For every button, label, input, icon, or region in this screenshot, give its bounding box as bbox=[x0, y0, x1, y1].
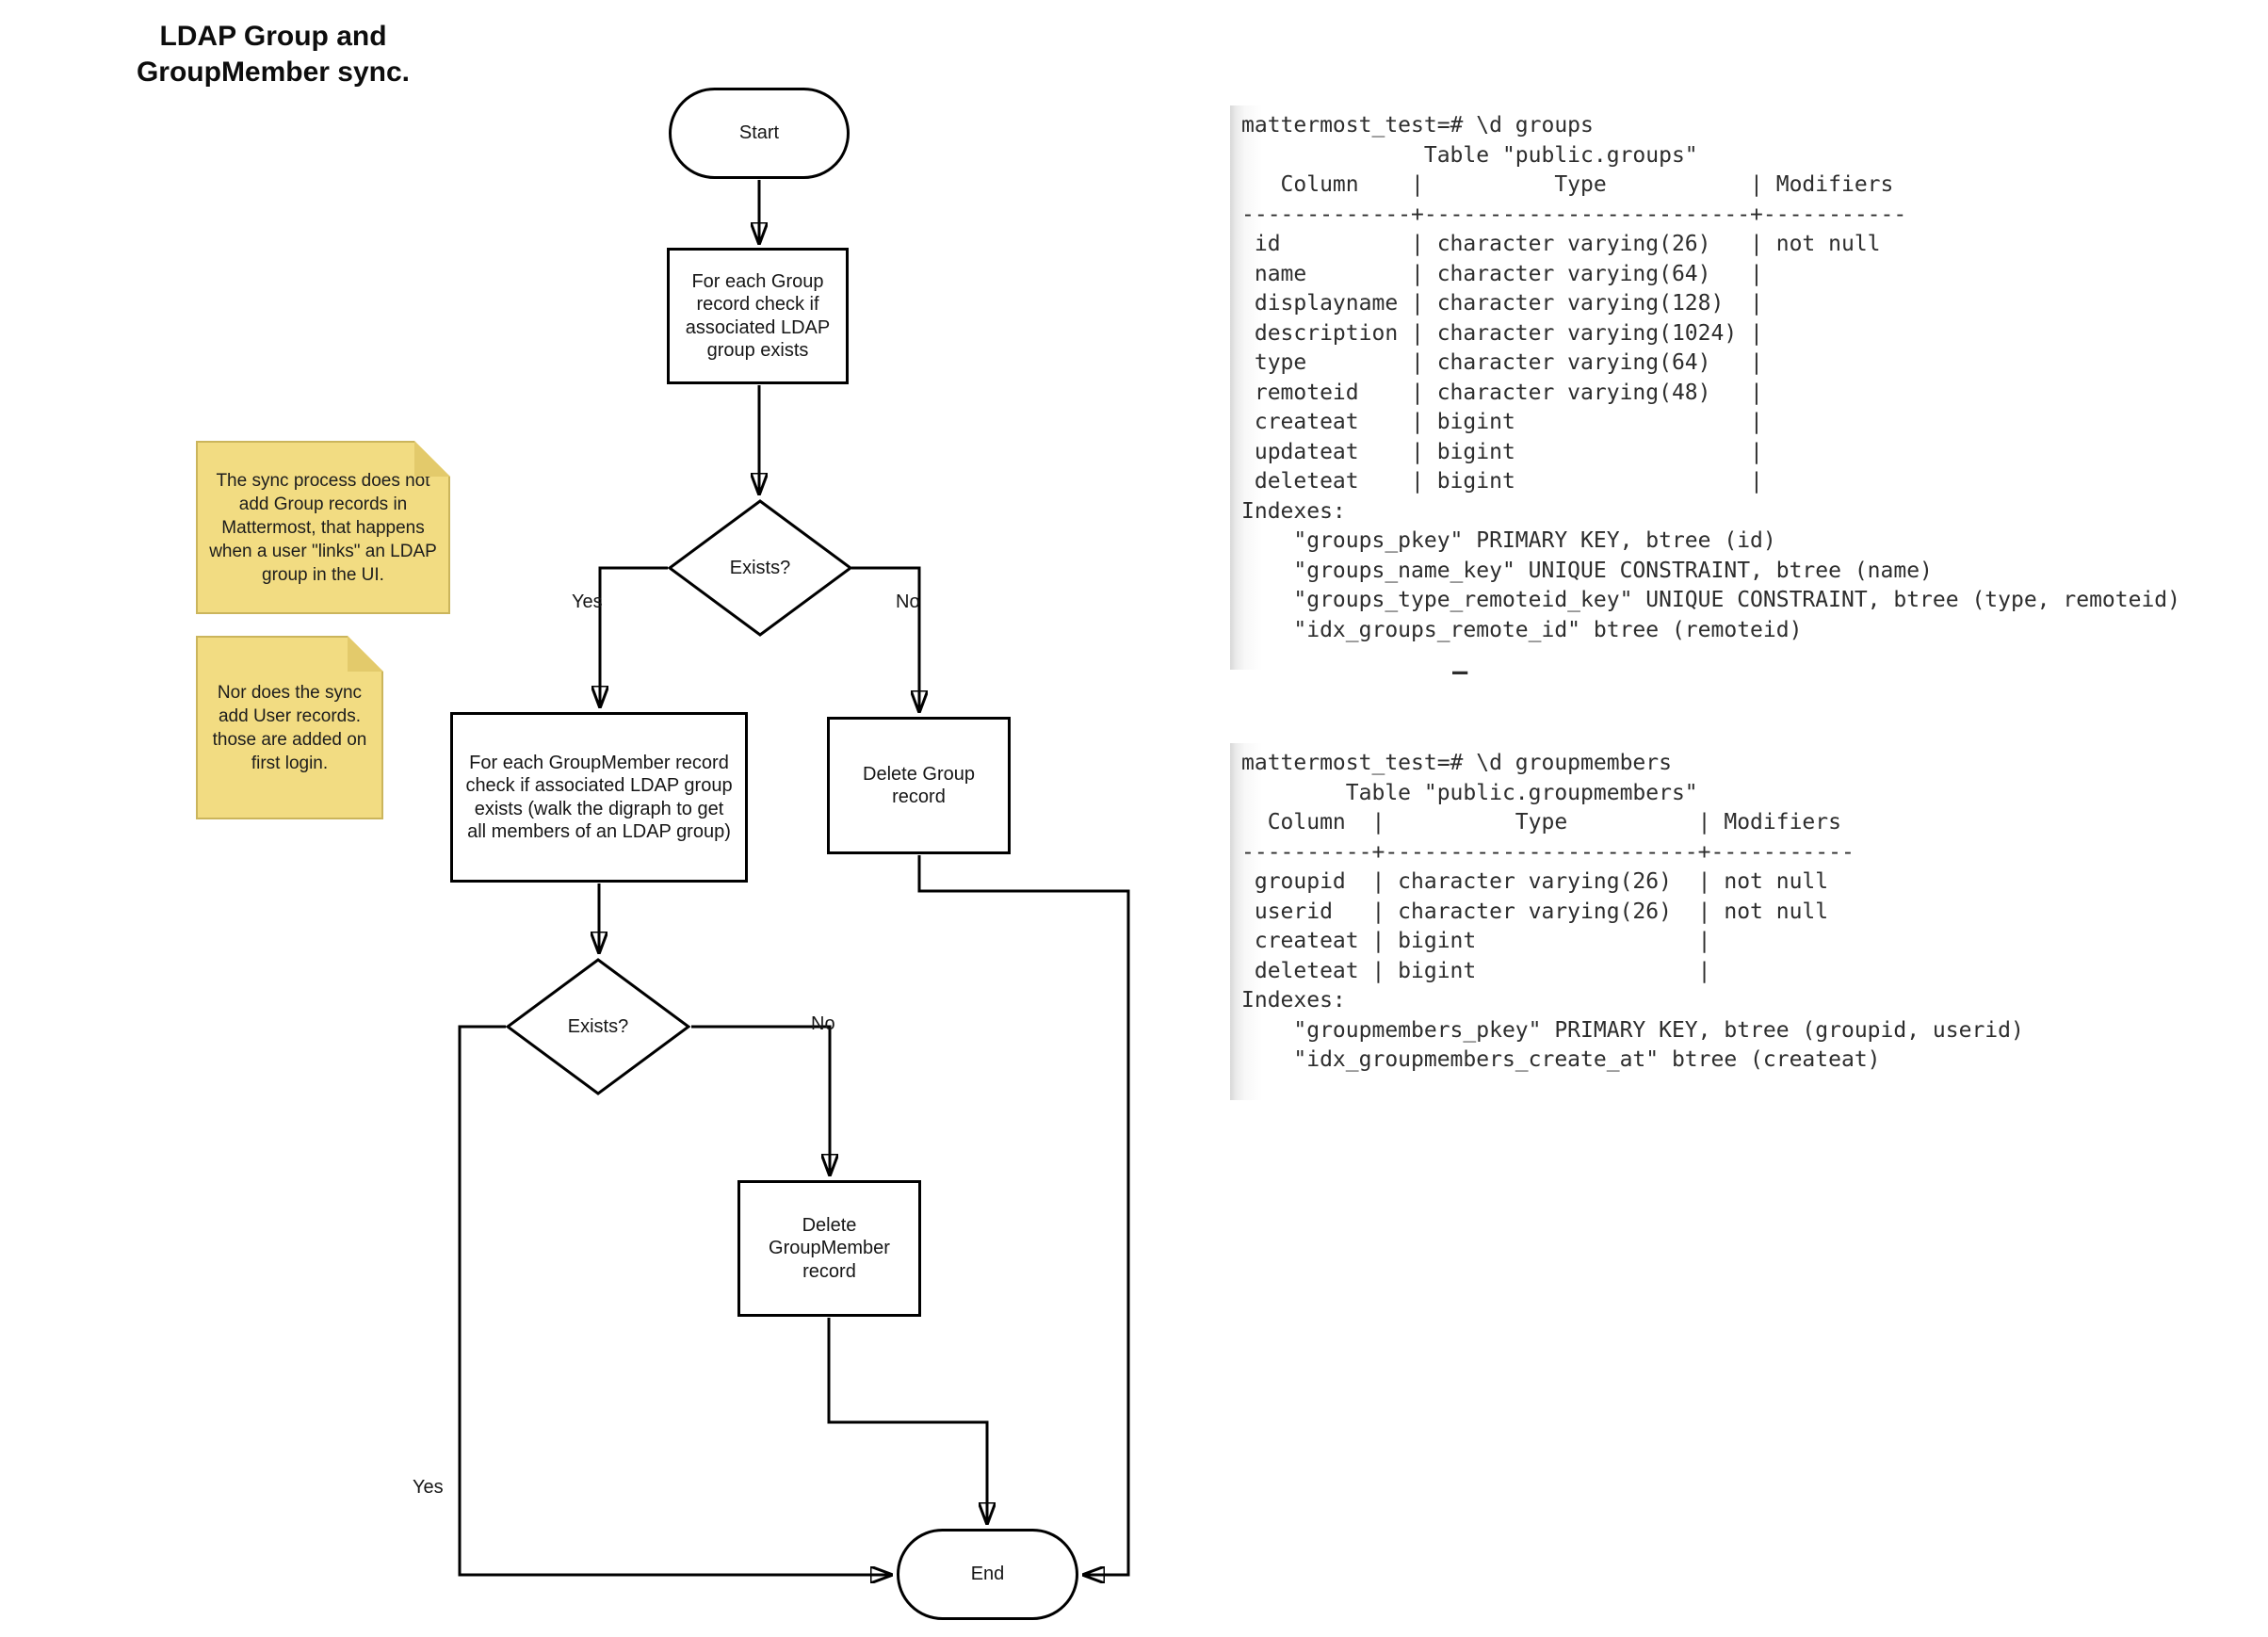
edge-delete-group-to-end bbox=[917, 855, 1130, 1575]
edge-label-exists-member-no: No bbox=[811, 1013, 835, 1034]
sticky-note-user-records: Nor does the sync add User records. thos… bbox=[196, 636, 383, 819]
node-start-label: Start bbox=[738, 122, 780, 144]
decision-diamond-shape bbox=[668, 499, 852, 637]
edge-exists-group-no bbox=[851, 566, 919, 711]
node-check-group: For each Group record check if associate… bbox=[667, 248, 849, 384]
terminal-cursor-dash: – bbox=[1452, 657, 1468, 687]
edge-exists-group-yes bbox=[600, 566, 668, 706]
edge-exists-member-yes bbox=[458, 1025, 891, 1575]
edge-label-exists-member-yes: Yes bbox=[413, 1477, 444, 1498]
node-delete-group-label: Delete Group record bbox=[863, 763, 975, 807]
sticky-note-group-records: The sync process does not add Group reco… bbox=[196, 441, 450, 614]
edge-delete-member-to-end bbox=[827, 1318, 987, 1523]
terminal-groups-table: mattermost_test=# \d groups Table "publi… bbox=[1230, 105, 2207, 670]
node-end: End bbox=[897, 1529, 1078, 1620]
node-delete-member-label: Delete GroupMember record bbox=[769, 1214, 890, 1282]
page-title-line2: GroupMember sync. bbox=[136, 57, 411, 88]
edge-label-exists-group-no: No bbox=[896, 592, 920, 612]
decision-diamond-shape bbox=[506, 958, 690, 1095]
node-exists-member: Exists? bbox=[506, 958, 690, 1095]
node-exists-group-label: Exists? bbox=[729, 557, 791, 578]
terminal-groupmembers-table: mattermost_test=# \d groupmembers Table … bbox=[1230, 743, 2050, 1100]
edge-exists-member-no bbox=[691, 1025, 830, 1175]
node-delete-member: Delete GroupMember record bbox=[737, 1180, 921, 1317]
sticky-note-user-records-text: Nor does the sync add User records. thos… bbox=[212, 682, 367, 773]
page-title-line1: LDAP Group and bbox=[159, 21, 387, 52]
node-delete-group: Delete Group record bbox=[827, 717, 1011, 854]
node-start: Start bbox=[669, 88, 850, 179]
sticky-note-group-records-text: The sync process does not add Group reco… bbox=[209, 470, 437, 585]
node-check-member-label: For each GroupMember record check if ass… bbox=[465, 752, 733, 842]
node-exists-group: Exists? bbox=[668, 499, 852, 637]
node-check-member: For each GroupMember record check if ass… bbox=[450, 712, 748, 883]
note-folded-corner bbox=[348, 636, 383, 672]
note-folded-corner bbox=[414, 441, 450, 477]
node-check-group-label: For each Group record check if associate… bbox=[685, 270, 831, 361]
edge-label-exists-group-yes: Yes bbox=[572, 592, 603, 612]
node-end-label: End bbox=[970, 1564, 1005, 1585]
page-title: LDAP Group and GroupMember sync. bbox=[93, 19, 453, 90]
node-exists-member-label: Exists? bbox=[567, 1015, 629, 1037]
